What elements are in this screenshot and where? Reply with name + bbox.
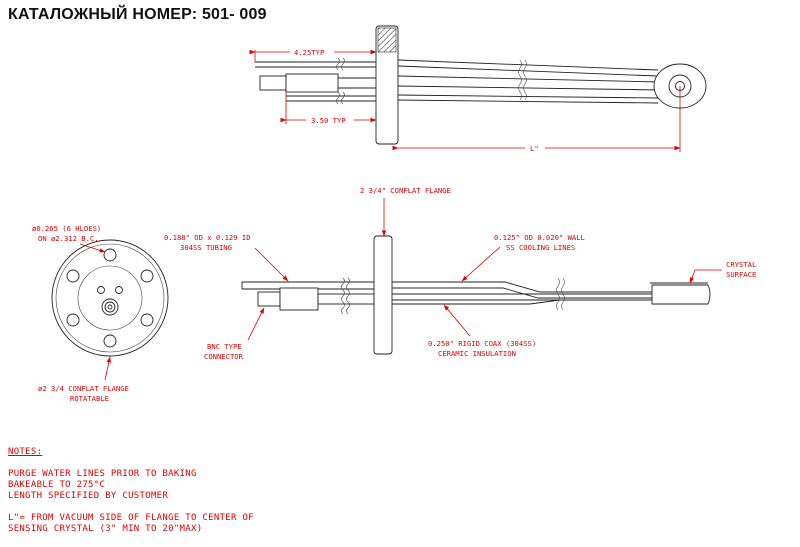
dim-L: L"	[392, 86, 681, 153]
side-bnc-line2: CONNECTOR	[204, 352, 244, 361]
top-view: 4.25TYP 3.50 TYP L"	[249, 25, 707, 153]
top-flange	[375, 25, 400, 145]
front-holes-line2: ON ø2.312 B.C.	[38, 234, 99, 243]
side-coax-callout: 0.250" RIGID COAX (304SS) CERAMIC INSULA…	[428, 304, 536, 358]
dim-425-label: 4.25TYP	[294, 48, 324, 57]
side-conflat-callout: 2 3/4" CONFLAT FLANGE	[360, 186, 451, 237]
side-flange	[373, 235, 393, 355]
note-line-5: SENSING CRYSTAL (3" MIN TO 20"MAX)	[8, 524, 203, 534]
side-crystal-line1: CRYSTAL	[726, 260, 756, 269]
side-coax-line2: CERAMIC INSULATION	[438, 349, 516, 358]
side-bnc-line1: BNC TYPE	[207, 342, 242, 351]
front-flange-callout: ø2 3/4 CONFLAT FLANGE ROTATABLE	[38, 356, 129, 403]
front-flange	[51, 239, 169, 357]
top-right-tubes	[397, 59, 661, 104]
side-crystal-head	[650, 282, 711, 305]
page-title: КАТАЛОЖНЫЙ НОМЕР: 501- 009	[8, 6, 267, 23]
notes-heading: NOTES:	[8, 447, 43, 457]
note-line-4: L"= FROM VACUUM SIDE OF FLANGE TO CENTER…	[8, 513, 254, 523]
front-holes-line1: ø0.265 (6 HLOES)	[32, 224, 101, 233]
dim-L-label: L"	[530, 144, 539, 153]
side-tubing-line2: 304SS TUBING	[180, 243, 232, 252]
side-left-tubes	[241, 277, 375, 315]
side-bnc-callout: BNC TYPE CONNECTOR	[204, 307, 265, 361]
front-hole-callout: ø0.265 (6 HLOES) ON ø2.312 B.C.	[32, 224, 106, 253]
side-crystal-callout: CRYSTAL SURFACE	[689, 260, 756, 284]
side-cooling-line2: SS COOLING LINES	[506, 243, 575, 252]
dim-425: 4.25TYP	[249, 48, 377, 62]
note-line-3: LENGTH SPECIFIED BY CUSTOMER	[8, 491, 169, 501]
side-tubing-line1: 0.188" OD x 0.129 ID	[164, 233, 251, 242]
side-conflat-label: 2 3/4" CONFLAT FLANGE	[360, 186, 451, 195]
note-line-1: PURGE WATER LINES PRIOR TO BAKING	[8, 469, 197, 479]
top-left-tubes	[255, 57, 376, 105]
front-view: ø0.265 (6 HLOES) ON ø2.312 B.C. ø2 3/4 C…	[32, 224, 169, 403]
side-tubing-callout: 0.188" OD x 0.129 ID 304SS TUBING	[164, 233, 289, 282]
note-line-2: BAKEABLE TO 275°C	[8, 480, 106, 490]
side-right-tubes	[392, 277, 652, 311]
side-coax-line1: 0.250" RIGID COAX (304SS)	[428, 339, 536, 348]
front-flange-line1: ø2 3/4 CONFLAT FLANGE	[38, 384, 129, 393]
dim-350: 3.50 TYP	[280, 92, 377, 125]
side-crystal-line2: SURFACE	[726, 270, 756, 279]
side-cooling-callout: 0.125" OD 0.020" WALL SS COOLING LINES	[461, 233, 585, 282]
dim-350-label: 3.50 TYP	[311, 116, 346, 125]
front-flange-line2: ROTATABLE	[70, 394, 109, 403]
side-cooling-line1: 0.125" OD 0.020" WALL	[494, 233, 585, 242]
side-view: 2 3/4" CONFLAT FLANGE 0.188" OD x 0.129 …	[164, 186, 756, 361]
